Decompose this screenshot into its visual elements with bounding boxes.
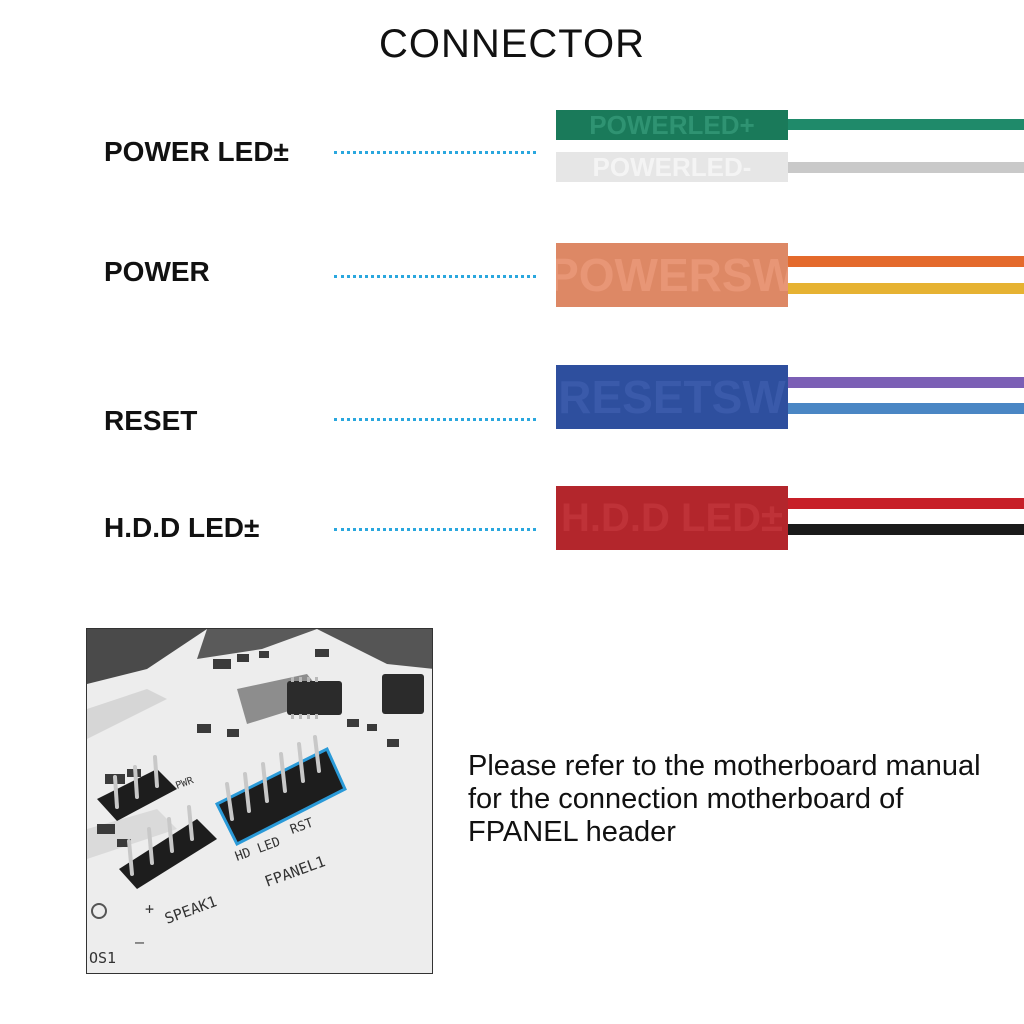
chip-1: [287, 681, 342, 715]
chip-2: [382, 674, 424, 714]
leader-dots-power-led: [334, 151, 536, 154]
instruction-note: Please refer to the motherboard manual f…: [468, 750, 981, 848]
wire-powersw-2: [788, 283, 1024, 294]
wire-powerled-plus: [788, 119, 1024, 130]
page-title: CONNECTOR: [378, 22, 646, 66]
connector-resetsw: RESETSW: [556, 365, 788, 429]
label-hdd-led: H.D.D LED±: [104, 512, 260, 543]
label-reset: RESET: [104, 405, 198, 436]
connector-powerled-minus-label: POWERLED-: [592, 152, 752, 182]
leader-dots-reset: [334, 418, 536, 421]
wire-resetsw-2: [788, 403, 1024, 414]
connector-hddled-label: H.D.D LED±: [561, 495, 783, 540]
wire-resetsw-1: [788, 377, 1024, 388]
connector-powerled-minus: POWERLED-: [556, 152, 788, 182]
connector-powersw-label: POWERSW: [556, 249, 788, 301]
header-fpanel-base: [217, 749, 345, 844]
label-power-led: POWER LED±: [104, 136, 289, 167]
connector-hddled: H.D.D LED±: [556, 486, 788, 550]
header-fpanel-highlight: [214, 746, 347, 847]
silk-circle-mark: [91, 903, 107, 919]
silk-os1: OS1: [89, 949, 116, 967]
wire-hddled-2: [788, 524, 1024, 535]
wire-powersw-1: [788, 256, 1024, 267]
connector-powerled-plus: POWERLED+: [556, 110, 788, 140]
wire-hddled-1: [788, 498, 1024, 509]
connector-resetsw-label: RESETSW: [558, 371, 786, 423]
connector-powersw: POWERSW: [556, 243, 788, 307]
leader-dots-hdd-led: [334, 528, 536, 531]
motherboard-illustration: HD LED RST FPANEL1 SPEAK1 PWR + OS1 —: [87, 629, 432, 973]
connector-powerled-plus-label: POWERLED+: [589, 110, 755, 140]
silk-plus: +: [145, 900, 154, 918]
silk-minus: —: [135, 933, 145, 951]
leader-dots-power: [334, 275, 536, 278]
wire-powerled-minus: [788, 162, 1024, 173]
motherboard-photo: HD LED RST FPANEL1 SPEAK1 PWR + OS1 —: [86, 628, 433, 974]
label-power: POWER: [104, 256, 210, 287]
